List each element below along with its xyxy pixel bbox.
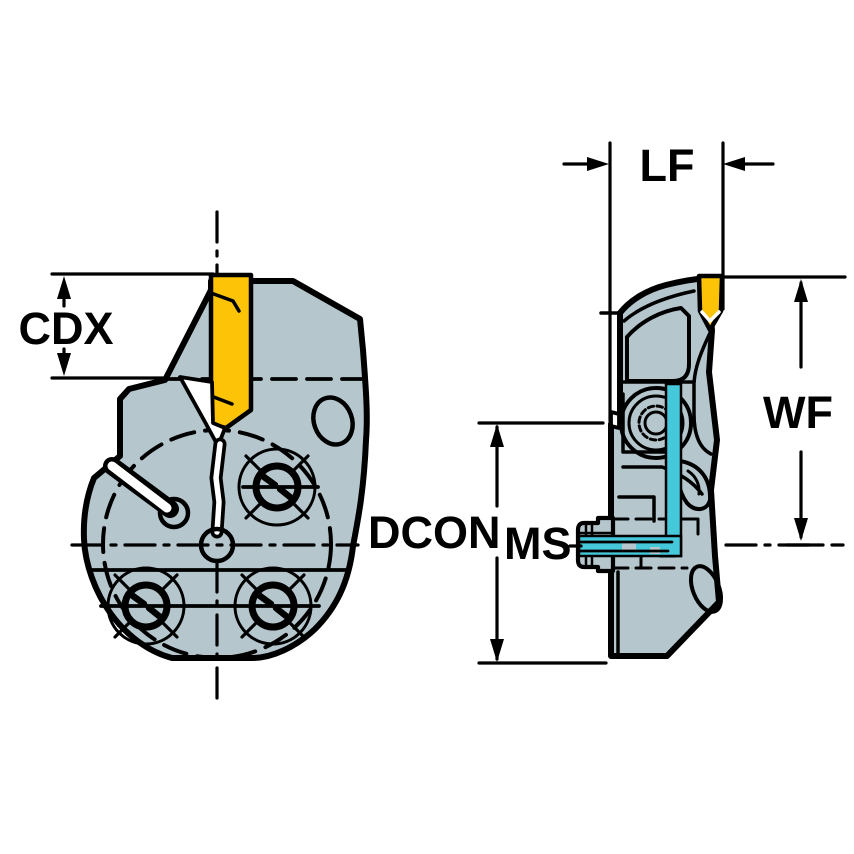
pin-slot xyxy=(107,461,172,513)
cdx-arrow-down xyxy=(57,353,71,376)
wf-arrow-up xyxy=(794,279,808,302)
dim-dcon: DCON xyxy=(368,421,608,665)
lf-arrow-right xyxy=(587,157,609,171)
dim-ms: MS xyxy=(504,518,583,569)
clamp-pocket-outline xyxy=(625,306,691,383)
flex-slot xyxy=(213,441,223,535)
cdx-arrow-up xyxy=(57,276,71,299)
dim-label-ms: MS xyxy=(504,518,572,569)
dim-lf: LF xyxy=(562,140,775,423)
dim-label-wf: WF xyxy=(763,387,833,438)
clamp-slot-opening xyxy=(178,375,227,448)
dim-cdx: CDX xyxy=(18,272,215,380)
dcon-arrow-up xyxy=(490,424,504,447)
bore-hidden-lines xyxy=(611,517,700,570)
lower-recess-outline xyxy=(688,564,724,614)
dcon-arrow-down xyxy=(490,639,504,662)
clamp-finger-line xyxy=(692,331,713,456)
insert-edge-line-top xyxy=(209,291,241,313)
top-chamfer-line xyxy=(622,289,696,323)
dim-label-lf: LF xyxy=(640,140,695,191)
front-view xyxy=(70,210,370,708)
dim-wf: WF xyxy=(721,275,847,547)
chip-hook-inner-line xyxy=(686,469,701,496)
tool-body-front xyxy=(80,278,370,661)
lf-arrow-left xyxy=(723,157,745,171)
front-face-notch xyxy=(609,410,621,430)
pin-slot-end-hole xyxy=(157,496,191,530)
dim-label-cdx: CDX xyxy=(18,303,113,354)
dim-label-dcon: DCON xyxy=(368,507,501,558)
side-hole-outline xyxy=(311,395,355,447)
insert-edge-line-bottom xyxy=(209,394,234,406)
wf-arrow-down xyxy=(794,518,808,541)
insert-side-chipbreaker xyxy=(700,310,721,323)
